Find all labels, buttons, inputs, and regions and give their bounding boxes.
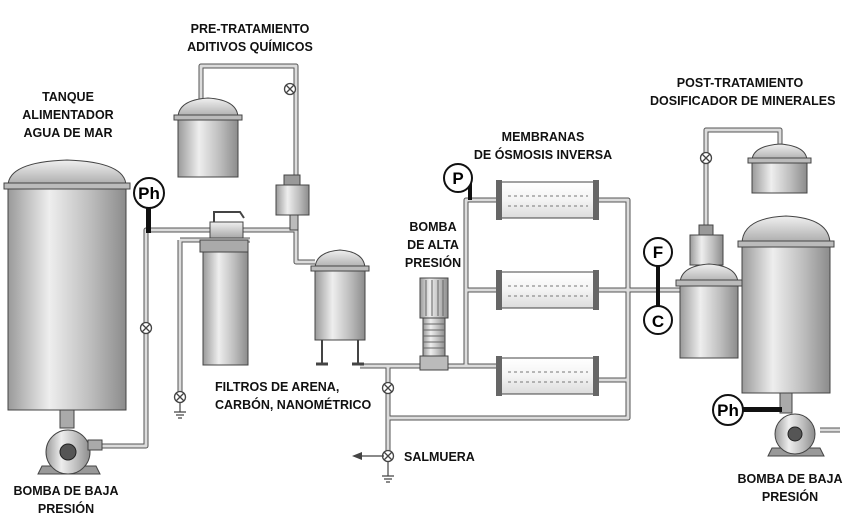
ro-membrane — [496, 356, 599, 396]
feed-tank-label: TANQUE ALIMENTADOR AGUA DE MAR — [22, 90, 114, 140]
gauge-conductivity: C — [643, 290, 673, 335]
dosing-unit-posttreatment — [689, 224, 724, 266]
brine-outlet-arrow — [352, 452, 384, 460]
gauge-label: Ph — [138, 184, 160, 203]
mixing-tank — [675, 263, 743, 359]
dosing-unit-pretreatment — [275, 174, 310, 231]
low-pressure-pump-right-label: BOMBA DE BAJA PRESIÓN — [737, 472, 843, 504]
gauge-label: C — [652, 312, 664, 331]
piping — [100, 63, 840, 460]
product-tank — [737, 215, 835, 414]
low-pressure-pump-left-label: BOMBA DE BAJA PRESIÓN — [13, 484, 119, 516]
posttreatment-label: POST-TRATAMIENTO DOSIFICADOR DE MINERALE… — [650, 76, 836, 108]
valve-icon — [173, 390, 187, 404]
gauge-label: P — [452, 169, 463, 188]
high-pressure-pump-label: BOMBA DE ALTA PRESIÓN — [404, 220, 462, 270]
intermediate-tank — [310, 249, 370, 366]
drain-icon — [174, 403, 394, 483]
valve-icon — [699, 151, 713, 165]
membranes-label: MEMBRANAS DE ÓSMOSIS INVERSA — [473, 130, 613, 162]
gauge-ph-outlet: Ph — [712, 394, 782, 426]
ro-membrane — [496, 270, 599, 310]
pretreatment-tank — [173, 97, 243, 178]
valve-icon-set — [139, 82, 713, 463]
gauge-ph-inlet: Ph — [133, 177, 165, 233]
low-pressure-pump-left — [37, 429, 103, 475]
brine-label: SALMUERA — [404, 450, 475, 464]
valve-icon — [283, 82, 297, 96]
valve-icon — [381, 449, 395, 463]
gauge-flow: F — [643, 237, 673, 290]
ro-membrane — [496, 180, 599, 220]
gauge-label: F — [653, 243, 663, 262]
pretreatment-label: PRE-TRATAMIENTO ADITIVOS QUÍMICOS — [187, 22, 313, 54]
valve-icon — [139, 321, 153, 335]
gauge-pressure: P — [443, 163, 473, 200]
feed-tank — [3, 159, 131, 429]
filters-label: FILTROS DE ARENA, CARBÓN, NANOMÉTRICO — [215, 380, 372, 412]
high-pressure-pump — [419, 277, 449, 371]
valve-icon — [381, 381, 395, 395]
posttreatment-tank — [747, 143, 812, 194]
filter-unit — [199, 211, 249, 366]
low-pressure-pump-right — [767, 413, 825, 457]
gauge-label: Ph — [717, 401, 739, 420]
